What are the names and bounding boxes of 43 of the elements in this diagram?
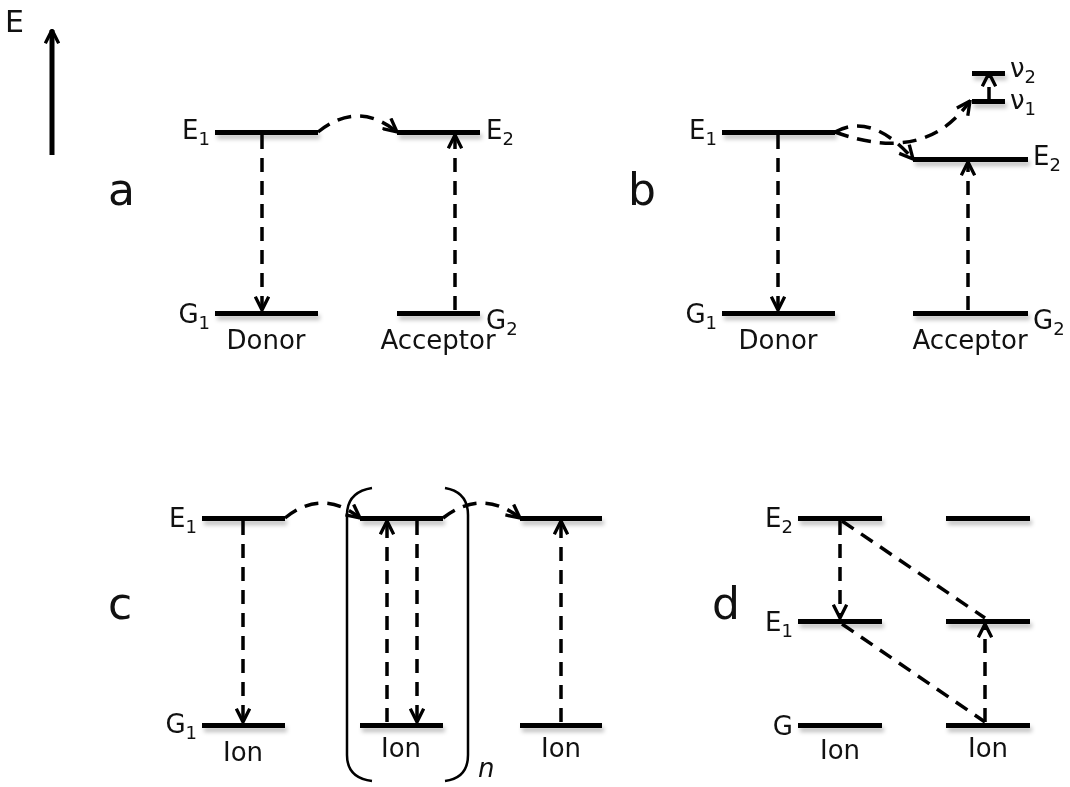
- level-name: Ion: [380, 733, 422, 763]
- transfer-arrow: [316, 114, 399, 134]
- panel-letter: c: [108, 580, 133, 628]
- level-name: Acceptor: [912, 325, 1028, 355]
- level-label: E$_{1}$: [182, 114, 210, 151]
- level-label: E$_{2}$: [486, 114, 514, 151]
- transfer-arrow: [552, 519, 570, 722]
- index-label: n: [478, 753, 495, 783]
- panel-letter: d: [712, 580, 740, 628]
- level-name: Ion: [819, 735, 861, 765]
- level-label: E$_{2}$: [1033, 140, 1061, 177]
- transfer-arrow: [769, 135, 787, 312]
- panel-letter: a: [108, 166, 135, 214]
- level-name: Donor: [226, 325, 306, 355]
- level-label: E$_{1}$: [689, 114, 717, 151]
- panel-letter: b: [628, 166, 656, 214]
- transfer-arrow: [378, 519, 396, 722]
- transfer-arrow: [253, 135, 271, 312]
- axis-label: E: [5, 5, 24, 39]
- transfer-arrow: [283, 501, 362, 520]
- transfer-arrow: [976, 622, 994, 722]
- transfer-arrow: [831, 521, 849, 620]
- level-name: Donor: [738, 325, 818, 355]
- level-label: G$_{1}$: [178, 298, 210, 335]
- level-label: G$_{1}$: [685, 298, 717, 335]
- level-name: Ion: [967, 733, 1009, 763]
- level-label: E$_{1}$: [169, 502, 197, 539]
- level-label: G: [772, 711, 793, 741]
- transfer-arrow: [446, 133, 464, 310]
- transfer-arrow: [959, 160, 977, 310]
- level-label: E$_{2}$: [765, 502, 793, 539]
- level-label: G$_{2}$: [1033, 304, 1065, 341]
- dashed-line: [841, 519, 986, 620]
- transfer-arrow: [408, 521, 426, 724]
- transfer-arrow: [834, 99, 972, 145]
- dashed-line: [841, 622, 986, 724]
- level-label: E$_{1}$: [765, 606, 793, 643]
- level-name: Ion: [540, 733, 582, 763]
- transfer-arrow: [834, 124, 915, 161]
- transfer-arrow: [442, 501, 522, 520]
- level-label: G$_{1}$: [165, 708, 197, 745]
- level-name: Ion: [222, 737, 264, 767]
- transfer-arrow: [234, 521, 252, 724]
